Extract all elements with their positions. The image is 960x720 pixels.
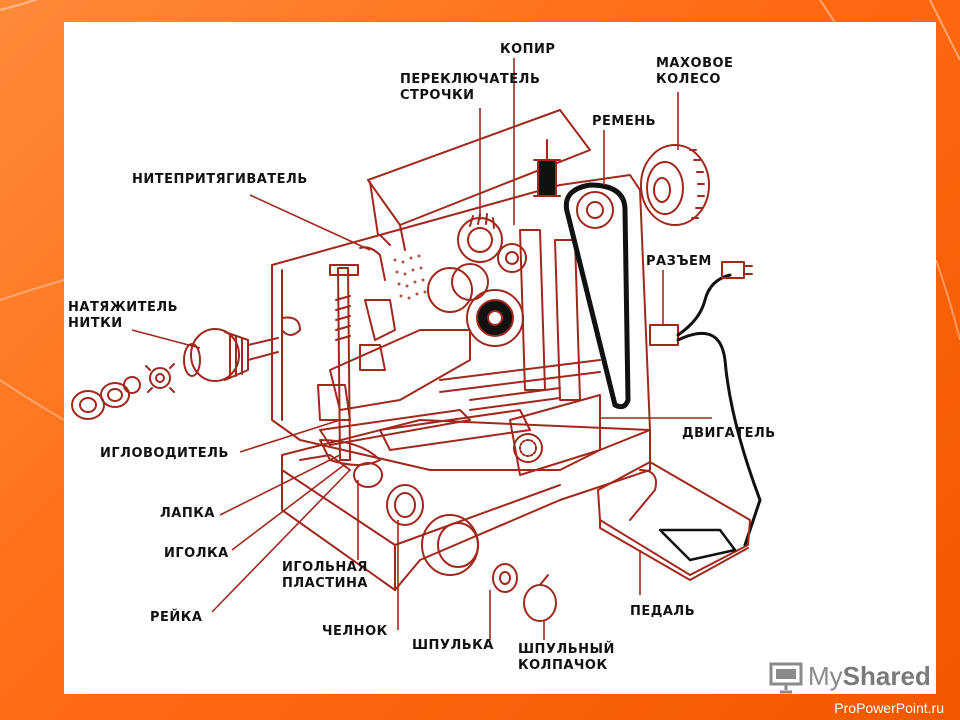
logo-shared: Shared xyxy=(842,660,931,691)
label-needle-plate: ИГОЛЬНАЯ ПЛАСТИНА xyxy=(282,560,368,591)
footer-credit: ProPowerPoint.ru xyxy=(834,700,944,716)
diagram-panel xyxy=(64,22,936,694)
label-belt: РЕМЕНЬ xyxy=(592,114,657,129)
machine-body xyxy=(271,174,651,471)
leader-needle xyxy=(231,464,345,551)
leader-feed-dog xyxy=(211,469,351,613)
label-tensioner: НАТЯЖИТЕЛЬ НИТКИ xyxy=(68,300,179,331)
label-motor: ДВИГАТЕЛЬ xyxy=(682,426,776,441)
leader-take-up xyxy=(249,194,371,251)
power-cable xyxy=(676,273,732,337)
label-feed-dog: РЕЙКА xyxy=(150,610,203,625)
presentation-board-icon xyxy=(769,662,803,694)
machine-base xyxy=(281,419,651,591)
label-pedal: ПЕДАЛЬ xyxy=(630,604,696,619)
label-pattern-switch: ПЕРЕКЛЮЧАТЕЛЬ СТРОЧКИ xyxy=(400,72,541,103)
label-needle-bar: ИГЛОВОДИТЕЛЬ xyxy=(100,446,229,461)
leader-presser-foot xyxy=(219,454,341,516)
label-bobbin: ШПУЛЬКА xyxy=(412,638,494,653)
myshared-logo: MyShared xyxy=(768,656,931,696)
bobbin xyxy=(492,563,518,593)
label-kopir: КОПИР xyxy=(500,42,556,57)
label-bobbin-case: ШПУЛЬНЫЙ КОЛПАЧОК xyxy=(518,642,615,673)
label-presser-foot: ЛАПКА xyxy=(160,506,215,521)
needle-bar xyxy=(337,267,351,461)
bobbin-cap xyxy=(523,584,557,622)
label-connector: РАЗЪЕМ xyxy=(646,254,712,269)
leader-tensioner xyxy=(131,329,201,349)
label-shuttle: ЧЕЛНОК xyxy=(322,624,388,639)
label-flywheel: МАХОВОЕ КОЛЕСО xyxy=(656,56,734,87)
flywheel xyxy=(640,144,710,226)
label-needle: ИГОЛКА xyxy=(164,546,229,561)
top-cover xyxy=(367,109,591,226)
shuttle-hook xyxy=(386,484,424,526)
thread-tensioner xyxy=(190,328,240,382)
logo-my: My xyxy=(808,660,843,691)
label-take-up: НИТЕПРИТЯГИВАТЕЛЬ xyxy=(132,172,308,187)
belt xyxy=(563,182,631,410)
leader-needle-bar xyxy=(239,419,341,453)
